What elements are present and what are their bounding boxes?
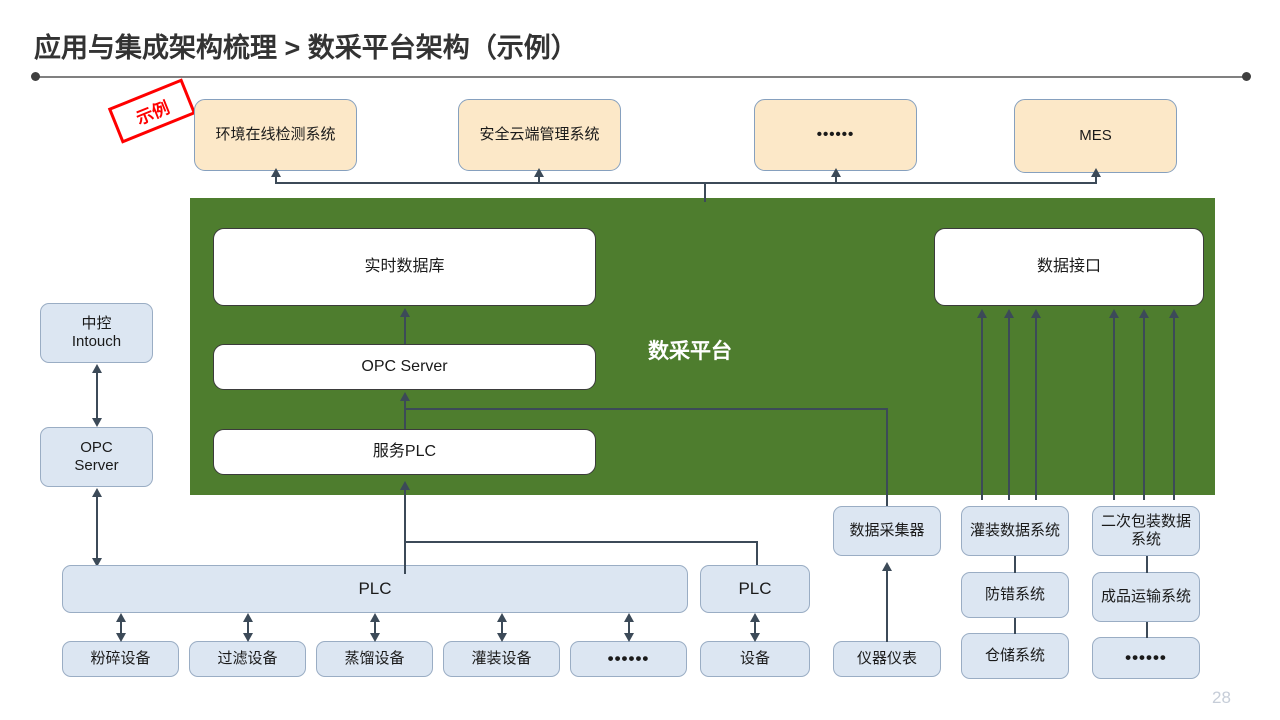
device-box-filling[interactable]: 灌装设备 (443, 641, 560, 677)
iface-riser-6 (1173, 318, 1175, 500)
dev-link-3 (374, 621, 376, 634)
iface-arrow-2 (1004, 309, 1014, 318)
arrow-plc-to-opc (400, 392, 410, 401)
page-title: 应用与集成架构梳理 > 数采平台架构（示例） (34, 33, 578, 63)
dev-link-5 (628, 621, 630, 634)
dev-arrow-down-5 (624, 633, 634, 642)
app-box-mes[interactable]: MES (1014, 99, 1177, 173)
app-box-ellipsis[interactable]: •••••• (754, 99, 917, 171)
iface-riser-2 (1008, 318, 1010, 500)
filling-box-error-proofing[interactable]: 防错系统 (961, 572, 1069, 618)
platform-box-service-plc[interactable]: 服务PLC (213, 429, 596, 475)
packaging-box-secondary-packaging[interactable]: 二次包装数据系统 (1092, 506, 1200, 556)
arrow-opcplc-down (92, 558, 102, 567)
iface-riser-5 (1143, 318, 1145, 500)
dev-arrow-up-5 (624, 613, 634, 622)
plcmain-riser (404, 489, 406, 574)
device-box-filter[interactable]: 过滤设备 (189, 641, 306, 677)
iface-arrow-6 (1169, 309, 1179, 318)
device-box-ellipsis[interactable]: •••••• (570, 641, 687, 677)
link-opc-plc (96, 496, 98, 558)
dev-link-6 (754, 621, 756, 634)
arrow-intouch-up (92, 364, 102, 373)
arrow-instrument-collector (882, 562, 892, 571)
iface-arrow-5 (1139, 309, 1149, 318)
device-box-distiller[interactable]: 蒸馏设备 (316, 641, 433, 677)
dev-arrow-down-6 (750, 633, 760, 642)
filling-box-filling-data[interactable]: 灌装数据系统 (961, 506, 1069, 556)
app-box-environment-monitoring[interactable]: 环境在线检测系统 (194, 99, 357, 171)
packaging-stack-link-2 (1146, 622, 1148, 638)
dev-arrow-up-1 (116, 613, 126, 622)
device-box-generic[interactable]: 设备 (700, 641, 810, 677)
dev-arrow-up-6 (750, 613, 760, 622)
app-bus-line (276, 182, 1096, 184)
divider-dot-right (1242, 72, 1251, 81)
platform-box-opc-server[interactable]: OPC Server (213, 344, 596, 390)
platform-box-data-interface[interactable]: 数据接口 (934, 228, 1204, 306)
iface-riser-1 (981, 318, 983, 500)
packaging-box-finished-transport[interactable]: 成品运输系统 (1092, 572, 1200, 622)
plcmain-arrow (400, 481, 410, 490)
dev-arrow-down-3 (370, 633, 380, 642)
packaging-stack-link-1 (1146, 556, 1148, 573)
divider-dot-left (31, 72, 40, 81)
plc2-bus-drop (756, 541, 758, 567)
example-stamp: 示例 (107, 78, 197, 144)
collector-box-instruments[interactable]: 仪器仪表 (833, 641, 941, 677)
link-instrument-collector (886, 570, 888, 642)
filling-box-warehouse[interactable]: 仓储系统 (961, 633, 1069, 679)
app-riser-4 (1095, 176, 1097, 184)
dev-arrow-down-2 (243, 633, 253, 642)
platform-label: 数采平台 (648, 340, 732, 363)
page-number: 28 (1212, 688, 1231, 707)
control-box-opc-server[interactable]: OPC Server (40, 427, 153, 487)
iface-arrow-1 (977, 309, 987, 318)
plc-secondary-box[interactable]: PLC (700, 565, 810, 613)
dev-arrow-up-4 (497, 613, 507, 622)
app-riser-2 (538, 176, 540, 184)
intouch-line-1: 中控 (81, 315, 112, 333)
intouch-line-2: Intouch (71, 333, 122, 350)
app-arrow-2 (534, 168, 544, 177)
dev-link-4 (501, 621, 503, 634)
iface-arrow-4 (1109, 309, 1119, 318)
packaging-box-ellipsis[interactable]: •••••• (1092, 637, 1200, 679)
dev-arrow-up-2 (243, 613, 253, 622)
filling-stack-link-2 (1014, 618, 1016, 634)
arrow-opcplc-up (92, 488, 102, 497)
link-plc-to-opc (404, 400, 406, 429)
dev-link-2 (247, 621, 249, 634)
link-intouch-opc (96, 372, 98, 418)
title-divider (34, 76, 1246, 78)
dev-arrow-down-4 (497, 633, 507, 642)
iface-riser-4 (1113, 318, 1115, 500)
app-arrow-1 (271, 168, 281, 177)
link-opc-to-db (404, 316, 406, 344)
collector-bus-drop (886, 408, 888, 506)
app-riser-3 (835, 176, 837, 184)
app-riser-1 (275, 176, 277, 184)
opc-line-2: Server (74, 457, 119, 474)
app-arrow-3 (831, 168, 841, 177)
iface-riser-3 (1035, 318, 1037, 500)
device-box-crusher[interactable]: 粉碎设备 (62, 641, 179, 677)
filling-stack-link-1 (1014, 556, 1016, 573)
control-box-intouch[interactable]: 中控 Intouch (40, 303, 153, 363)
plc-bus-line (404, 541, 758, 543)
plc-main-box[interactable]: PLC (62, 565, 688, 613)
app-box-safety-cloud[interactable]: 安全云端管理系统 (458, 99, 621, 171)
dev-arrow-up-3 (370, 613, 380, 622)
app-bus-stem (704, 182, 706, 202)
arrow-intouch-down (92, 418, 102, 427)
app-arrow-4 (1091, 168, 1101, 177)
opc-line-1: OPC (80, 439, 113, 457)
collector-box-data-collector[interactable]: 数据采集器 (833, 506, 941, 556)
platform-box-realtime-db[interactable]: 实时数据库 (213, 228, 596, 306)
dev-link-1 (120, 621, 122, 634)
iface-arrow-3 (1031, 309, 1041, 318)
collector-bus-top (404, 408, 888, 410)
arrow-opc-to-db (400, 308, 410, 317)
dev-arrow-down-1 (116, 633, 126, 642)
